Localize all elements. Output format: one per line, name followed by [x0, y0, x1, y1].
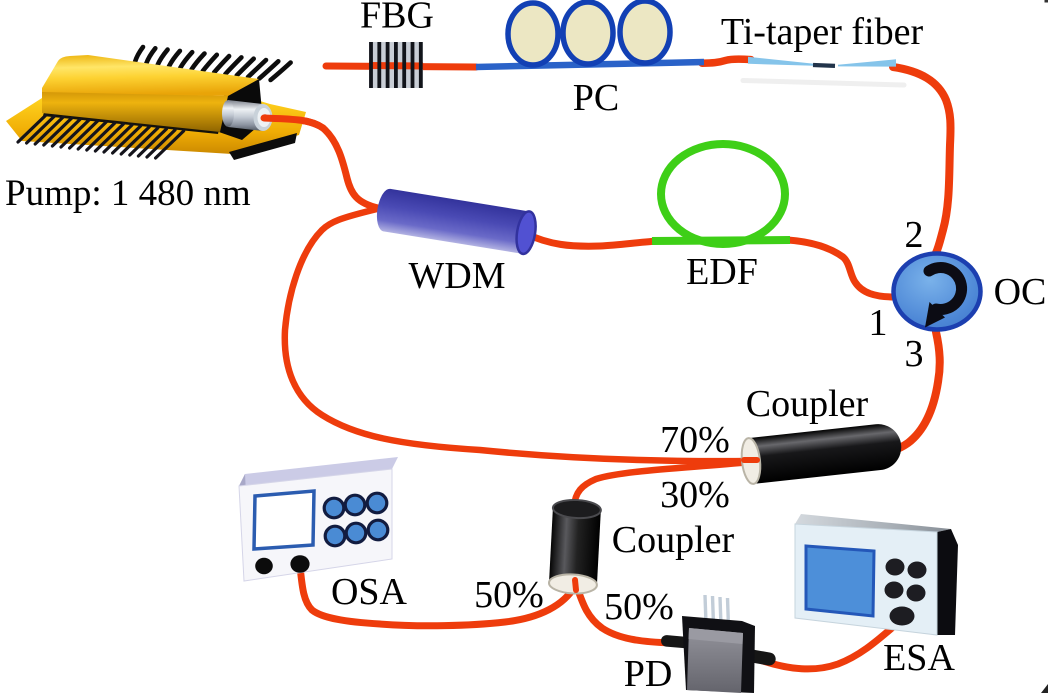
svg-text:WDM: WDM [408, 255, 505, 297]
svg-text:OC: OC [994, 271, 1047, 313]
svg-text:3: 3 [905, 333, 924, 375]
svg-text:ESA: ESA [883, 637, 955, 679]
svg-text:Coupler: Coupler [746, 383, 869, 425]
svg-text:50%: 50% [604, 586, 674, 628]
svg-text:OSA: OSA [331, 571, 408, 613]
svg-text:Pump: 1 480 nm: Pump: 1 480 nm [5, 173, 251, 214]
svg-text:Ti-taper fiber: Ti-taper fiber [721, 11, 924, 53]
svg-text:1: 1 [869, 302, 888, 344]
svg-text:50%: 50% [474, 574, 544, 616]
svg-text:PC: PC [573, 77, 619, 119]
svg-text:PD: PD [624, 653, 673, 693]
svg-text:2: 2 [905, 214, 924, 256]
svg-text:FBG: FBG [360, 0, 434, 37]
svg-text:70%: 70% [660, 419, 730, 461]
svg-text:EDF: EDF [686, 251, 758, 293]
svg-text:Coupler: Coupler [612, 519, 735, 561]
svg-text:30%: 30% [660, 474, 730, 516]
